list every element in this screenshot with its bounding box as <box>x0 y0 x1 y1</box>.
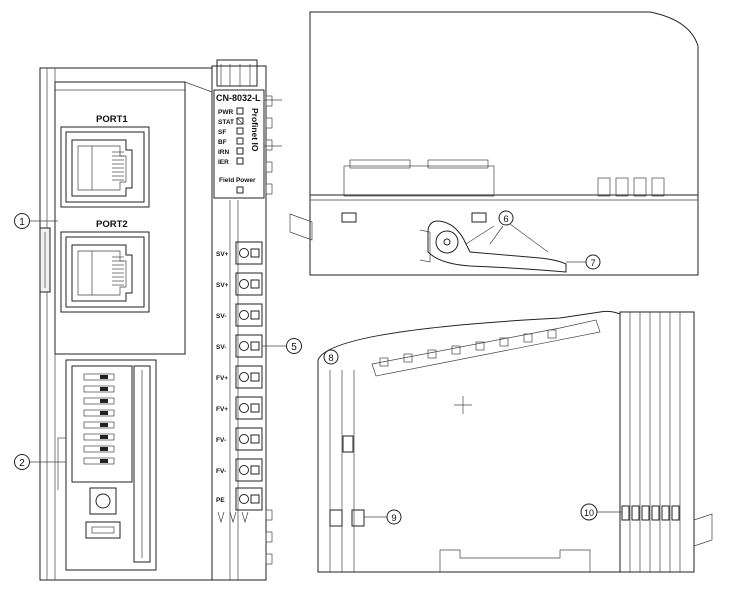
port2-label: PORT2 <box>96 219 128 230</box>
rj45-port-1-icon <box>60 126 150 208</box>
side-view-bottom <box>317 310 713 573</box>
callout-8-circle <box>323 349 339 365</box>
led-irn-icon <box>236 147 244 155</box>
led-label-ier: IER <box>218 159 229 166</box>
callout-5: 5 <box>291 342 297 353</box>
front-view: PORT1 PORT2 <box>39 59 282 581</box>
field-power-led-icon <box>236 186 244 194</box>
led-list: PWR STAT SF BF IRN IER <box>218 107 244 166</box>
callout-2-circle <box>14 454 30 470</box>
callout-5-circle <box>286 338 302 354</box>
callout-10: 10 <box>584 508 594 518</box>
callout-9: 9 <box>391 513 396 524</box>
terminal-label-8: FV- <box>216 468 226 475</box>
latch-mechanism-icon <box>419 220 567 273</box>
callout-7-circle <box>585 254 601 270</box>
callout-6-circle <box>498 210 514 226</box>
rj45-port-2-icon <box>60 231 150 313</box>
model-label: CN-8032-L <box>216 93 261 103</box>
terminal-label-9: PE <box>216 497 225 504</box>
callout-6: 6 <box>503 214 508 225</box>
usb-port-icon <box>85 521 121 539</box>
led-stat-icon <box>236 117 244 125</box>
terminal-label-3: SV- <box>216 313 226 320</box>
port1-label: PORT1 <box>96 114 128 125</box>
led-bf-icon <box>236 137 244 145</box>
led-label-irn: IRN <box>218 149 230 156</box>
led-ier-icon <box>236 157 244 165</box>
led-label-stat: STAT <box>218 119 234 126</box>
terminal-label-7: FV- <box>216 437 226 444</box>
terminal-label-6: FV+ <box>216 406 228 413</box>
callout-8: 8 <box>328 353 333 364</box>
side-view-top <box>289 11 699 276</box>
terminal-column <box>211 65 267 581</box>
callout-7: 7 <box>590 258 595 269</box>
terminal-label-1: SV+ <box>216 251 229 258</box>
bus-label: Profinet IO <box>250 108 260 152</box>
terminal-label-4: SV- <box>216 344 226 351</box>
led-pwr-icon <box>236 107 244 115</box>
terminal-label-2: SV+ <box>216 282 229 289</box>
led-label-pwr: PWR <box>218 109 233 116</box>
terminal-label-5: FV+ <box>216 375 228 382</box>
callout-10-circle <box>580 503 598 521</box>
dip-switch-block <box>65 359 157 571</box>
callouts: 1 2 5 6 7 8 9 10 <box>14 210 622 525</box>
callout-1: 1 <box>19 217 25 228</box>
reset-button-icon <box>89 487 117 515</box>
led-sf-icon <box>236 127 244 135</box>
callout-9-circle <box>386 509 402 525</box>
terminal-connectors <box>235 241 263 511</box>
field-power-label: Field Power <box>219 177 256 184</box>
callout-1-circle <box>14 213 30 229</box>
led-label-bf: BF <box>218 139 227 146</box>
led-label-sf: SF <box>218 129 226 136</box>
callout-2: 2 <box>19 458 25 469</box>
terminal-list: SV+ SV+ SV- SV- FV+ FV+ FV- FV- PE <box>216 241 263 524</box>
